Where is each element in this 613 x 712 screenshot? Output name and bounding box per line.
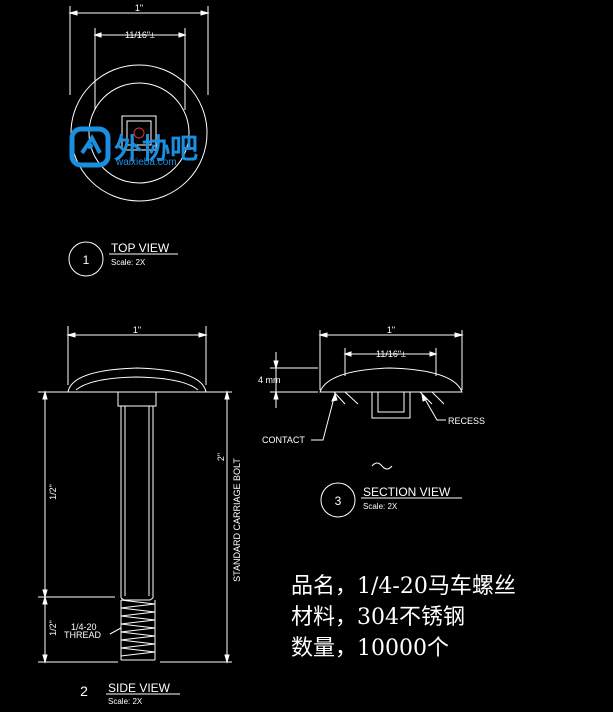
side-thread-dim: 1/2": [48, 620, 58, 636]
section-view-drawing: [270, 330, 464, 470]
thread-callout-word: THREAD: [64, 630, 102, 640]
top-view-number: 1: [83, 253, 90, 267]
top-view-scale: Scale: 2X: [111, 258, 146, 267]
top-view-drawing: [68, 6, 210, 202]
section-square-dim: 11/16"±: [376, 349, 406, 359]
section-view-title: SECTION VIEW: [363, 485, 451, 499]
recess-callout: RECESS: [448, 416, 485, 426]
top-square-dim: 11/16"±: [125, 30, 155, 40]
section-view-number-circle: [320, 482, 356, 518]
side-neck-dim: 1/2": [48, 484, 58, 500]
side-view-number: 2: [80, 683, 88, 699]
bolt-label: STANDARD CARRIAGE BOLT: [232, 458, 242, 582]
section-view-number: 3: [335, 494, 342, 508]
section-view-scale: Scale: 2X: [363, 502, 398, 511]
side-overall-dim: 2": [216, 453, 226, 461]
side-view-drawing: [38, 326, 232, 664]
watermark-brand: 外协吧: [114, 132, 198, 165]
top-view-number-circle: [68, 241, 104, 277]
side-head-dim: 1": [133, 325, 141, 335]
side-view-title: SIDE VIEW: [108, 681, 171, 695]
contact-callout: CONTACT: [262, 435, 305, 445]
watermark-url: waixieba.com: [115, 157, 177, 168]
watermark-logo-icon: [69, 126, 111, 168]
note-product-name: 品名，1/4-20马车螺丝: [291, 574, 516, 599]
watermark: 外协吧 waixieba.com: [69, 126, 198, 168]
top-overall-dim: 1": [135, 3, 143, 13]
top-view-title: TOP VIEW: [111, 241, 170, 255]
thread-callout-size: 1/4-20: [71, 622, 97, 632]
side-view-scale: Scale: 2X: [108, 697, 143, 706]
note-quantity: 数量，10000个: [291, 636, 449, 661]
note-material: 材料，304不锈钢: [291, 605, 465, 630]
section-head-dim: 1": [387, 325, 395, 335]
section-height-dim: 4 mm: [258, 375, 281, 385]
